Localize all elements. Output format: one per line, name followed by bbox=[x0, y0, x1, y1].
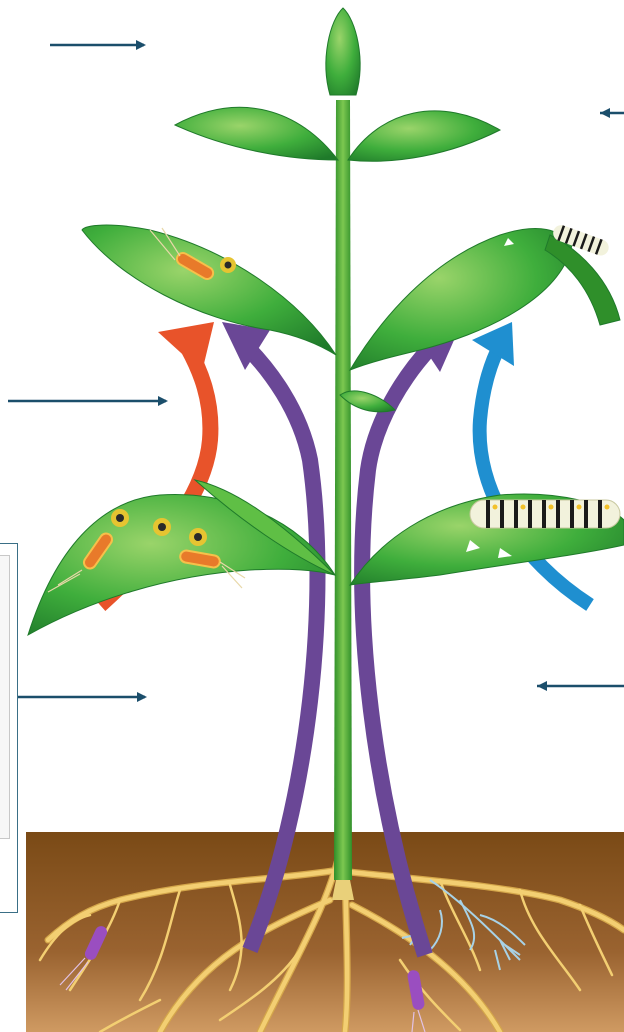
leaf-upper-right bbox=[348, 111, 500, 161]
leaf-lower-left bbox=[28, 494, 335, 635]
flower-bud bbox=[326, 8, 360, 95]
leaf-middle-right bbox=[350, 228, 572, 370]
label-box-inner bbox=[0, 555, 10, 839]
leaf-upper-left bbox=[175, 107, 338, 160]
plant-stem bbox=[334, 100, 352, 880]
soil bbox=[26, 832, 624, 1032]
caterpillar-icon bbox=[470, 500, 620, 528]
